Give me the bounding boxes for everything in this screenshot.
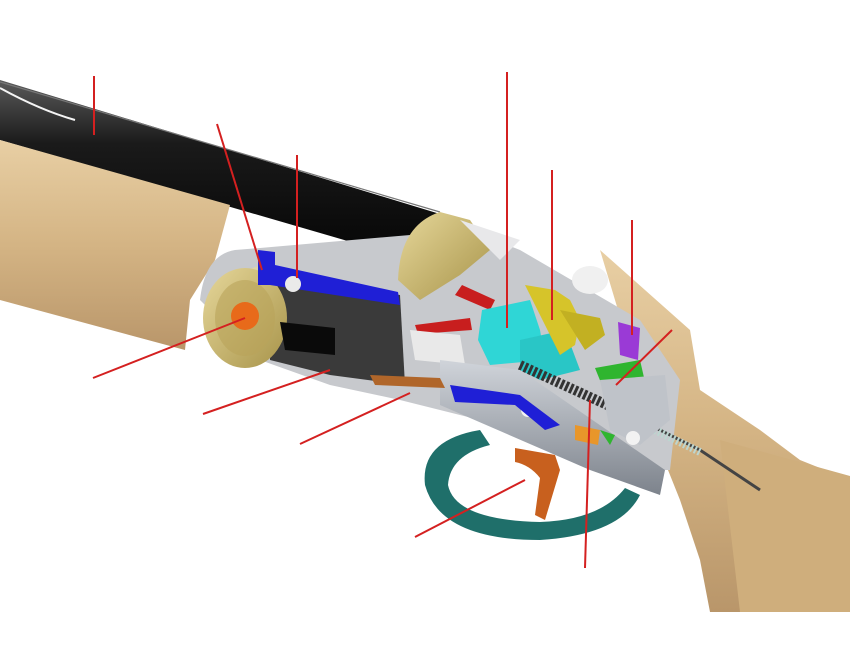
rear-plate <box>600 375 670 445</box>
barrel <box>0 80 441 262</box>
small-green-part <box>600 430 615 445</box>
trigger <box>515 448 560 520</box>
ejector-bar <box>370 375 445 388</box>
white-block <box>410 330 465 365</box>
orange-pin <box>231 302 259 330</box>
top-lever-housing <box>398 212 490 300</box>
leader-line-receiver-slot <box>202 369 331 415</box>
rear-screw <box>626 431 640 445</box>
leader-line-locking-bolt <box>216 123 263 271</box>
safety-button <box>572 266 608 294</box>
locking-bolt <box>258 250 400 305</box>
leader-line-trigger <box>414 479 526 538</box>
small-block <box>575 425 600 445</box>
white-pin-upper <box>285 276 301 292</box>
leader-line-spring <box>584 399 591 569</box>
leader-line-ejector <box>299 392 411 445</box>
firing-pins <box>415 285 495 334</box>
safety-selector <box>618 322 640 360</box>
leader-lines <box>92 72 673 569</box>
forend <box>0 140 230 350</box>
receiver-slot <box>280 322 335 355</box>
lower-lever <box>450 385 560 430</box>
top-lever-plate <box>460 220 520 260</box>
leader-line-inertia-block <box>615 329 673 386</box>
leader-line-hinge-pin <box>92 317 246 379</box>
